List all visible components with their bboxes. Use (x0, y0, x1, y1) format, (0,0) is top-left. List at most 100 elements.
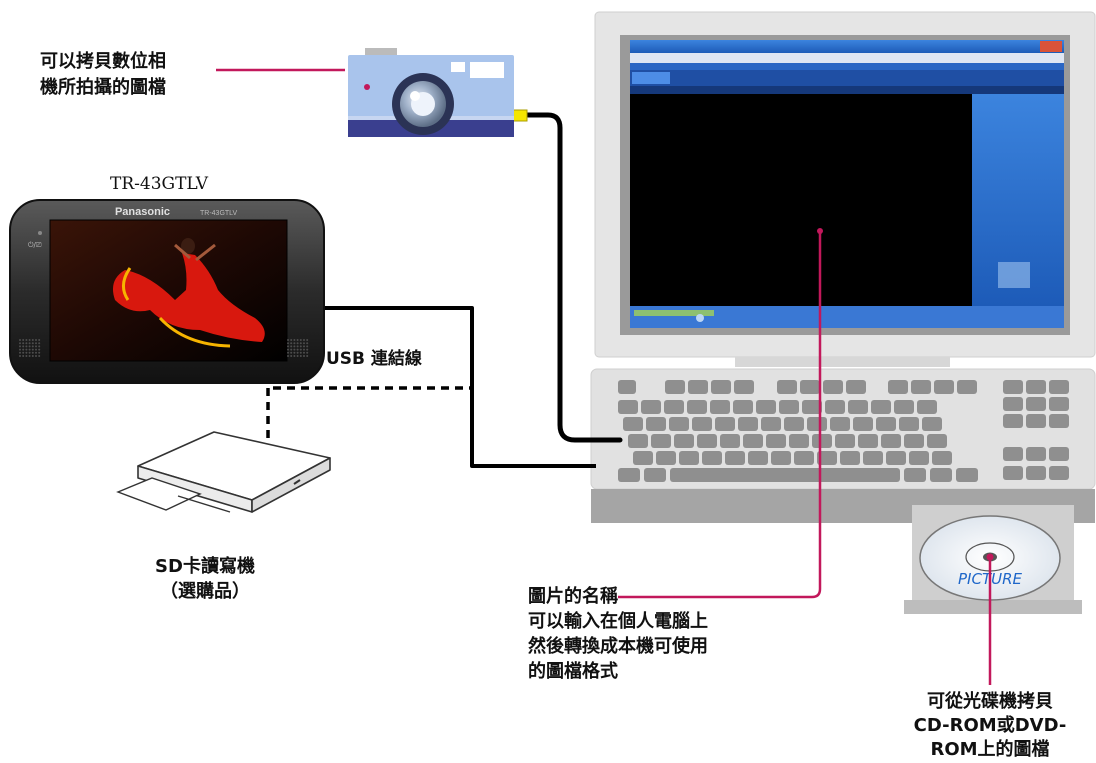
keyboard-key (911, 380, 931, 394)
keyboard-key (858, 434, 878, 448)
speaker-grill-hole (38, 345, 41, 348)
speaker-grill-hole (293, 355, 296, 357)
keyboard-key (618, 380, 636, 394)
keyboard-key (1049, 397, 1069, 411)
speaker-grill-hole (290, 348, 293, 351)
keyboard-key (863, 451, 883, 465)
keyboard-key (725, 451, 745, 465)
keyboard-key (1003, 380, 1023, 394)
portable-tv-device: ⏻/⎚ Panasonic TR-43GTLV (9, 199, 325, 384)
speaker-grill-hole (306, 348, 309, 351)
speaker-grill-hole (303, 345, 305, 348)
keyboard-key (1026, 414, 1046, 428)
keyboard-key (674, 434, 694, 448)
screen-callout-dot (817, 228, 823, 234)
keyboard-key (688, 380, 708, 394)
picture-name-caption-line3: 然後轉換成本機可使用 (528, 636, 708, 657)
power-mark: ⏻/⎚ (28, 241, 42, 249)
speaker-grill-hole (299, 339, 302, 341)
speaker-grill-hole (299, 342, 302, 345)
keyboard-key (761, 417, 781, 431)
keyboard-key (823, 380, 843, 394)
speaker-grill-hole (35, 348, 37, 351)
keyboard-key (646, 417, 666, 431)
speaker-grill-hole (303, 348, 305, 351)
keyboard-key (633, 451, 653, 465)
speaker-grill-hole (293, 345, 296, 348)
camera-cable (525, 112, 623, 443)
keyboard-key (743, 434, 763, 448)
keyboard-key (807, 417, 827, 431)
speaker-grill-hole (28, 348, 31, 351)
keyboard-key (687, 400, 707, 414)
usb-cable-label: USB 連結線 (326, 349, 422, 369)
keyboard-key (812, 434, 832, 448)
speaker-grill-hole (287, 342, 289, 345)
keyboard-key (894, 400, 914, 414)
keyboard-key (957, 380, 977, 394)
keyboard-key (817, 451, 837, 465)
camera-caption-line1: 可以拷貝數位相 (40, 51, 166, 72)
speaker-grill-hole (35, 355, 37, 357)
speaker-grill-hole (290, 339, 293, 341)
speaker-grill-hole (28, 355, 31, 357)
keyboard-key (956, 468, 978, 482)
speaker-grill-hole (299, 355, 302, 357)
keyboard-key (669, 417, 689, 431)
keyboard-key (800, 380, 820, 394)
speaker-grill-hole (296, 339, 299, 341)
speaker-grill-hole (38, 342, 41, 345)
speaker-grill-hole (35, 339, 37, 341)
keyboard-key (734, 380, 754, 394)
keyboard-key (748, 451, 768, 465)
keyboard-key (932, 451, 952, 465)
keyboard-key (641, 400, 661, 414)
keyboard-key (1003, 447, 1023, 461)
keyboard-key (886, 451, 906, 465)
digital-camera (348, 48, 514, 137)
keyboard-key (835, 434, 855, 448)
disc-caption-line3: ROM上的圖檔 (930, 739, 1050, 760)
speaker-grill-hole (287, 345, 289, 348)
keyboard-key (922, 417, 942, 431)
speaker-grill-hole (38, 339, 41, 341)
keyboard-key (1049, 414, 1069, 428)
speaker-grill-hole (306, 351, 309, 354)
keyboard-key (656, 451, 676, 465)
speaker-grill-hole (22, 351, 25, 354)
keyboard-key (934, 380, 954, 394)
keyboard-key (628, 434, 648, 448)
speaker-grill-hole (35, 342, 37, 345)
speaker-grill-hole (22, 355, 25, 357)
speaker-grill-hole (290, 342, 293, 345)
speaker-grill-hole (296, 342, 299, 345)
speaker-grill-hole (28, 339, 31, 341)
keyboard-key (711, 380, 731, 394)
speaker-grill-hole (25, 348, 28, 351)
keyboard-key (710, 400, 730, 414)
speaker-grill-hole (31, 351, 34, 354)
keyboard-key (1026, 397, 1046, 411)
keyboard-key (1003, 414, 1023, 428)
sd-reader-optional: （選購品） (160, 581, 250, 602)
keyboard-key (1026, 380, 1046, 394)
speaker-grill-hole (296, 345, 299, 348)
speaker-grill-hole (19, 348, 21, 351)
speaker-grill-hole (19, 342, 21, 345)
speaker-grill-hole (303, 351, 305, 354)
speaker-grill-hole (303, 355, 305, 357)
keyboard-key (618, 400, 638, 414)
speaker-grill-hole (28, 345, 31, 348)
speaker-grill-hole (25, 355, 28, 357)
keyboard-key (1026, 466, 1046, 480)
speaker-grill-hole (25, 351, 28, 354)
keyboard-key (802, 400, 822, 414)
speaker-grill-hole (290, 351, 293, 354)
keyboard-key (840, 451, 860, 465)
keyboard-key (899, 417, 919, 431)
keyboard-key (881, 434, 901, 448)
keyboard-key (665, 380, 685, 394)
keyboard-key (618, 468, 640, 482)
speaker-grill-hole (296, 351, 299, 354)
